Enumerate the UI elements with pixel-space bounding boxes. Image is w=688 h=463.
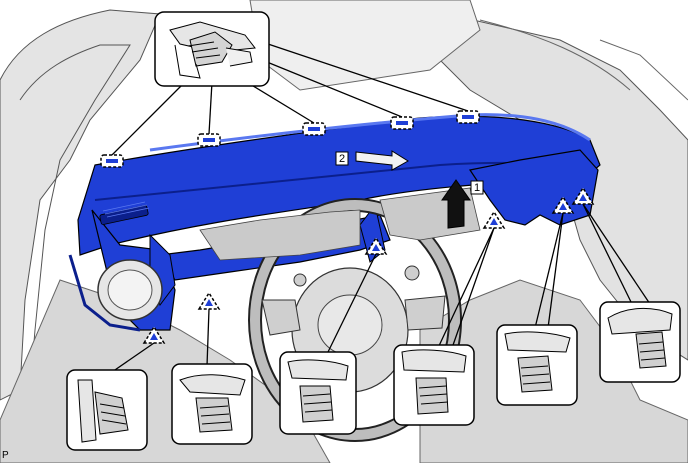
rearward-arrow-icon <box>355 150 409 171</box>
callout-1-label: 1 <box>474 182 480 194</box>
clip-marker-icon <box>100 154 124 168</box>
claw-marker-icon <box>197 291 221 310</box>
claw-detail-frame-4 <box>393 344 475 426</box>
clip-marker-icon <box>390 116 414 130</box>
clip-marker-icon <box>302 122 326 136</box>
clip-marker-icon <box>456 110 480 124</box>
leader-lines-top <box>111 43 469 156</box>
leader-lines-bottom <box>111 203 651 373</box>
claw-detail-frame-3 <box>279 351 357 435</box>
clip-detail-frame <box>154 11 270 87</box>
callout-1: 1 <box>441 179 484 229</box>
callout-2: 2 <box>335 150 409 171</box>
figure-corner-letter: P <box>2 450 9 461</box>
clip-marker-icon <box>197 133 221 147</box>
callout-2-label: 2 <box>339 153 345 165</box>
claw-detail-frame-6 <box>599 301 681 383</box>
claw-detail-frame-5 <box>496 324 578 406</box>
claw-detail-frame-1 <box>66 369 148 451</box>
claw-detail-frame-2 <box>171 363 253 445</box>
up-arrow-icon <box>441 179 471 229</box>
